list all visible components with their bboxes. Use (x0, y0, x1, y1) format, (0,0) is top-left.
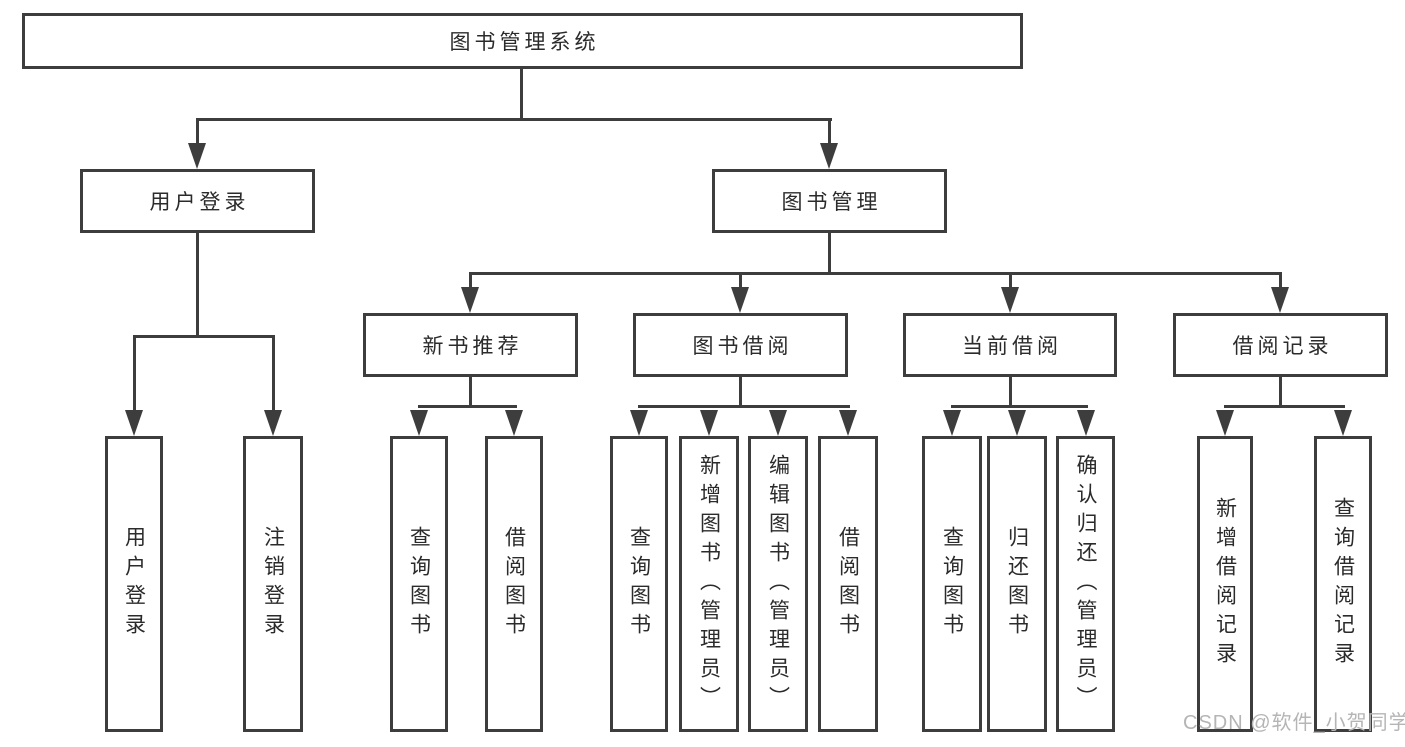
watermark-text: CSDN @软件_小贺同学 (1183, 712, 1405, 734)
node-leaf-rec-borrow: 借阅图书 (485, 436, 543, 732)
node-leaf-cur-query: 查询图书 (922, 436, 982, 732)
node-leaf-recd-query-label: 查询借阅记录 (1331, 497, 1355, 671)
node-leaf-bor-query: 查询图书 (610, 436, 668, 732)
node-leaf-recd-add: 新增借阅记录 (1197, 436, 1253, 732)
arrowhead-down-icon (820, 143, 838, 169)
node-leaf-bor-add-label: 新增图书（管理员） (697, 453, 721, 715)
connector-l1-drop-right (828, 118, 831, 146)
arrowhead-down-icon (188, 143, 206, 169)
arrowhead-down-icon (700, 410, 718, 436)
connector-borrow-stem (739, 375, 742, 408)
node-book-mgmt: 图书管理 (712, 169, 947, 233)
node-leaf-bor-edit: 编辑图书（管理员） (748, 436, 808, 732)
node-leaf-recd-add-label: 新增借阅记录 (1213, 497, 1237, 671)
node-leaf-cur-confirm-label: 确认归还（管理员） (1074, 453, 1098, 715)
node-leaf-cur-return-label: 归还图书 (1005, 526, 1029, 642)
arrowhead-down-icon (630, 410, 648, 436)
node-root-label: 图书管理系统 (449, 31, 600, 54)
node-current: 当前借阅 (903, 313, 1117, 377)
node-leaf-logout-label: 注销登录 (261, 526, 285, 642)
connector-l1-drop-left (196, 118, 199, 146)
node-leaf-user-login-label: 用户登录 (122, 526, 146, 642)
node-leaf-cur-return: 归还图书 (987, 436, 1047, 732)
connector-book-mgmt-drop-4 (1279, 272, 1282, 289)
connector-records-stem (1279, 375, 1282, 408)
node-leaf-bor-borrow: 借阅图书 (818, 436, 878, 732)
connector-l1-bar (196, 118, 832, 121)
node-leaf-recd-query: 查询借阅记录 (1314, 436, 1372, 732)
connector-root-stem (520, 69, 523, 121)
connector-new-rec-bar (418, 405, 517, 408)
node-new-rec: 新书推荐 (363, 313, 578, 377)
node-records: 借阅记录 (1173, 313, 1388, 377)
node-root: 图书管理系统 (22, 13, 1023, 69)
node-current-label: 当前借阅 (962, 335, 1062, 358)
arrowhead-down-icon (731, 287, 749, 313)
connector-user-login-bar (133, 335, 275, 338)
node-user-login-label: 用户登录 (149, 191, 250, 214)
arrowhead-down-icon (943, 410, 961, 436)
arrowhead-down-icon (410, 410, 428, 436)
connector-new-rec-stem (469, 375, 472, 408)
node-leaf-cur-confirm: 确认归还（管理员） (1056, 436, 1115, 732)
arrowhead-down-icon (461, 287, 479, 313)
arrowhead-down-icon (1334, 410, 1352, 436)
arrowhead-down-icon (839, 410, 857, 436)
connector-current-stem (1009, 375, 1012, 408)
arrowhead-down-icon (1077, 410, 1095, 436)
connector-book-mgmt-drop-3 (1009, 272, 1012, 289)
node-new-rec-label: 新书推荐 (422, 335, 523, 358)
arrowhead-down-icon (1008, 410, 1026, 436)
connector-user-login-stem (196, 231, 199, 337)
connector-user-login-drop-1 (133, 335, 136, 412)
arrowhead-down-icon (1216, 410, 1234, 436)
node-leaf-bor-add: 新增图书（管理员） (679, 436, 739, 732)
connector-borrow-bar (638, 405, 850, 408)
node-leaf-bor-borrow-label: 借阅图书 (836, 526, 860, 642)
arrowhead-down-icon (125, 410, 143, 436)
connector-book-mgmt-stem (828, 231, 831, 274)
connector-book-mgmt-drop-2 (739, 272, 742, 289)
connector-book-mgmt-drop-1 (469, 272, 472, 289)
arrowhead-down-icon (1001, 287, 1019, 313)
arrowhead-down-icon (1271, 287, 1289, 313)
node-user-login: 用户登录 (80, 169, 315, 233)
node-leaf-rec-query-label: 查询图书 (407, 526, 431, 642)
node-leaf-cur-query-label: 查询图书 (940, 526, 964, 642)
node-borrow: 图书借阅 (633, 313, 848, 377)
node-book-mgmt-label: 图书管理 (781, 191, 882, 214)
node-leaf-rec-query: 查询图书 (390, 436, 448, 732)
connector-records-bar (1224, 405, 1345, 408)
node-leaf-logout: 注销登录 (243, 436, 303, 732)
node-leaf-rec-borrow-label: 借阅图书 (502, 526, 526, 642)
connector-user-login-drop-2 (272, 335, 275, 412)
node-borrow-label: 图书借阅 (692, 335, 793, 358)
arrowhead-down-icon (505, 410, 523, 436)
connector-current-bar (951, 405, 1088, 408)
node-leaf-bor-edit-label: 编辑图书（管理员） (766, 453, 790, 715)
node-leaf-user-login: 用户登录 (105, 436, 163, 732)
arrowhead-down-icon (769, 410, 787, 436)
node-leaf-bor-query-label: 查询图书 (627, 526, 651, 642)
node-records-label: 借阅记录 (1232, 335, 1333, 358)
connector-book-mgmt-bar (469, 272, 1282, 275)
arrowhead-down-icon (264, 410, 282, 436)
